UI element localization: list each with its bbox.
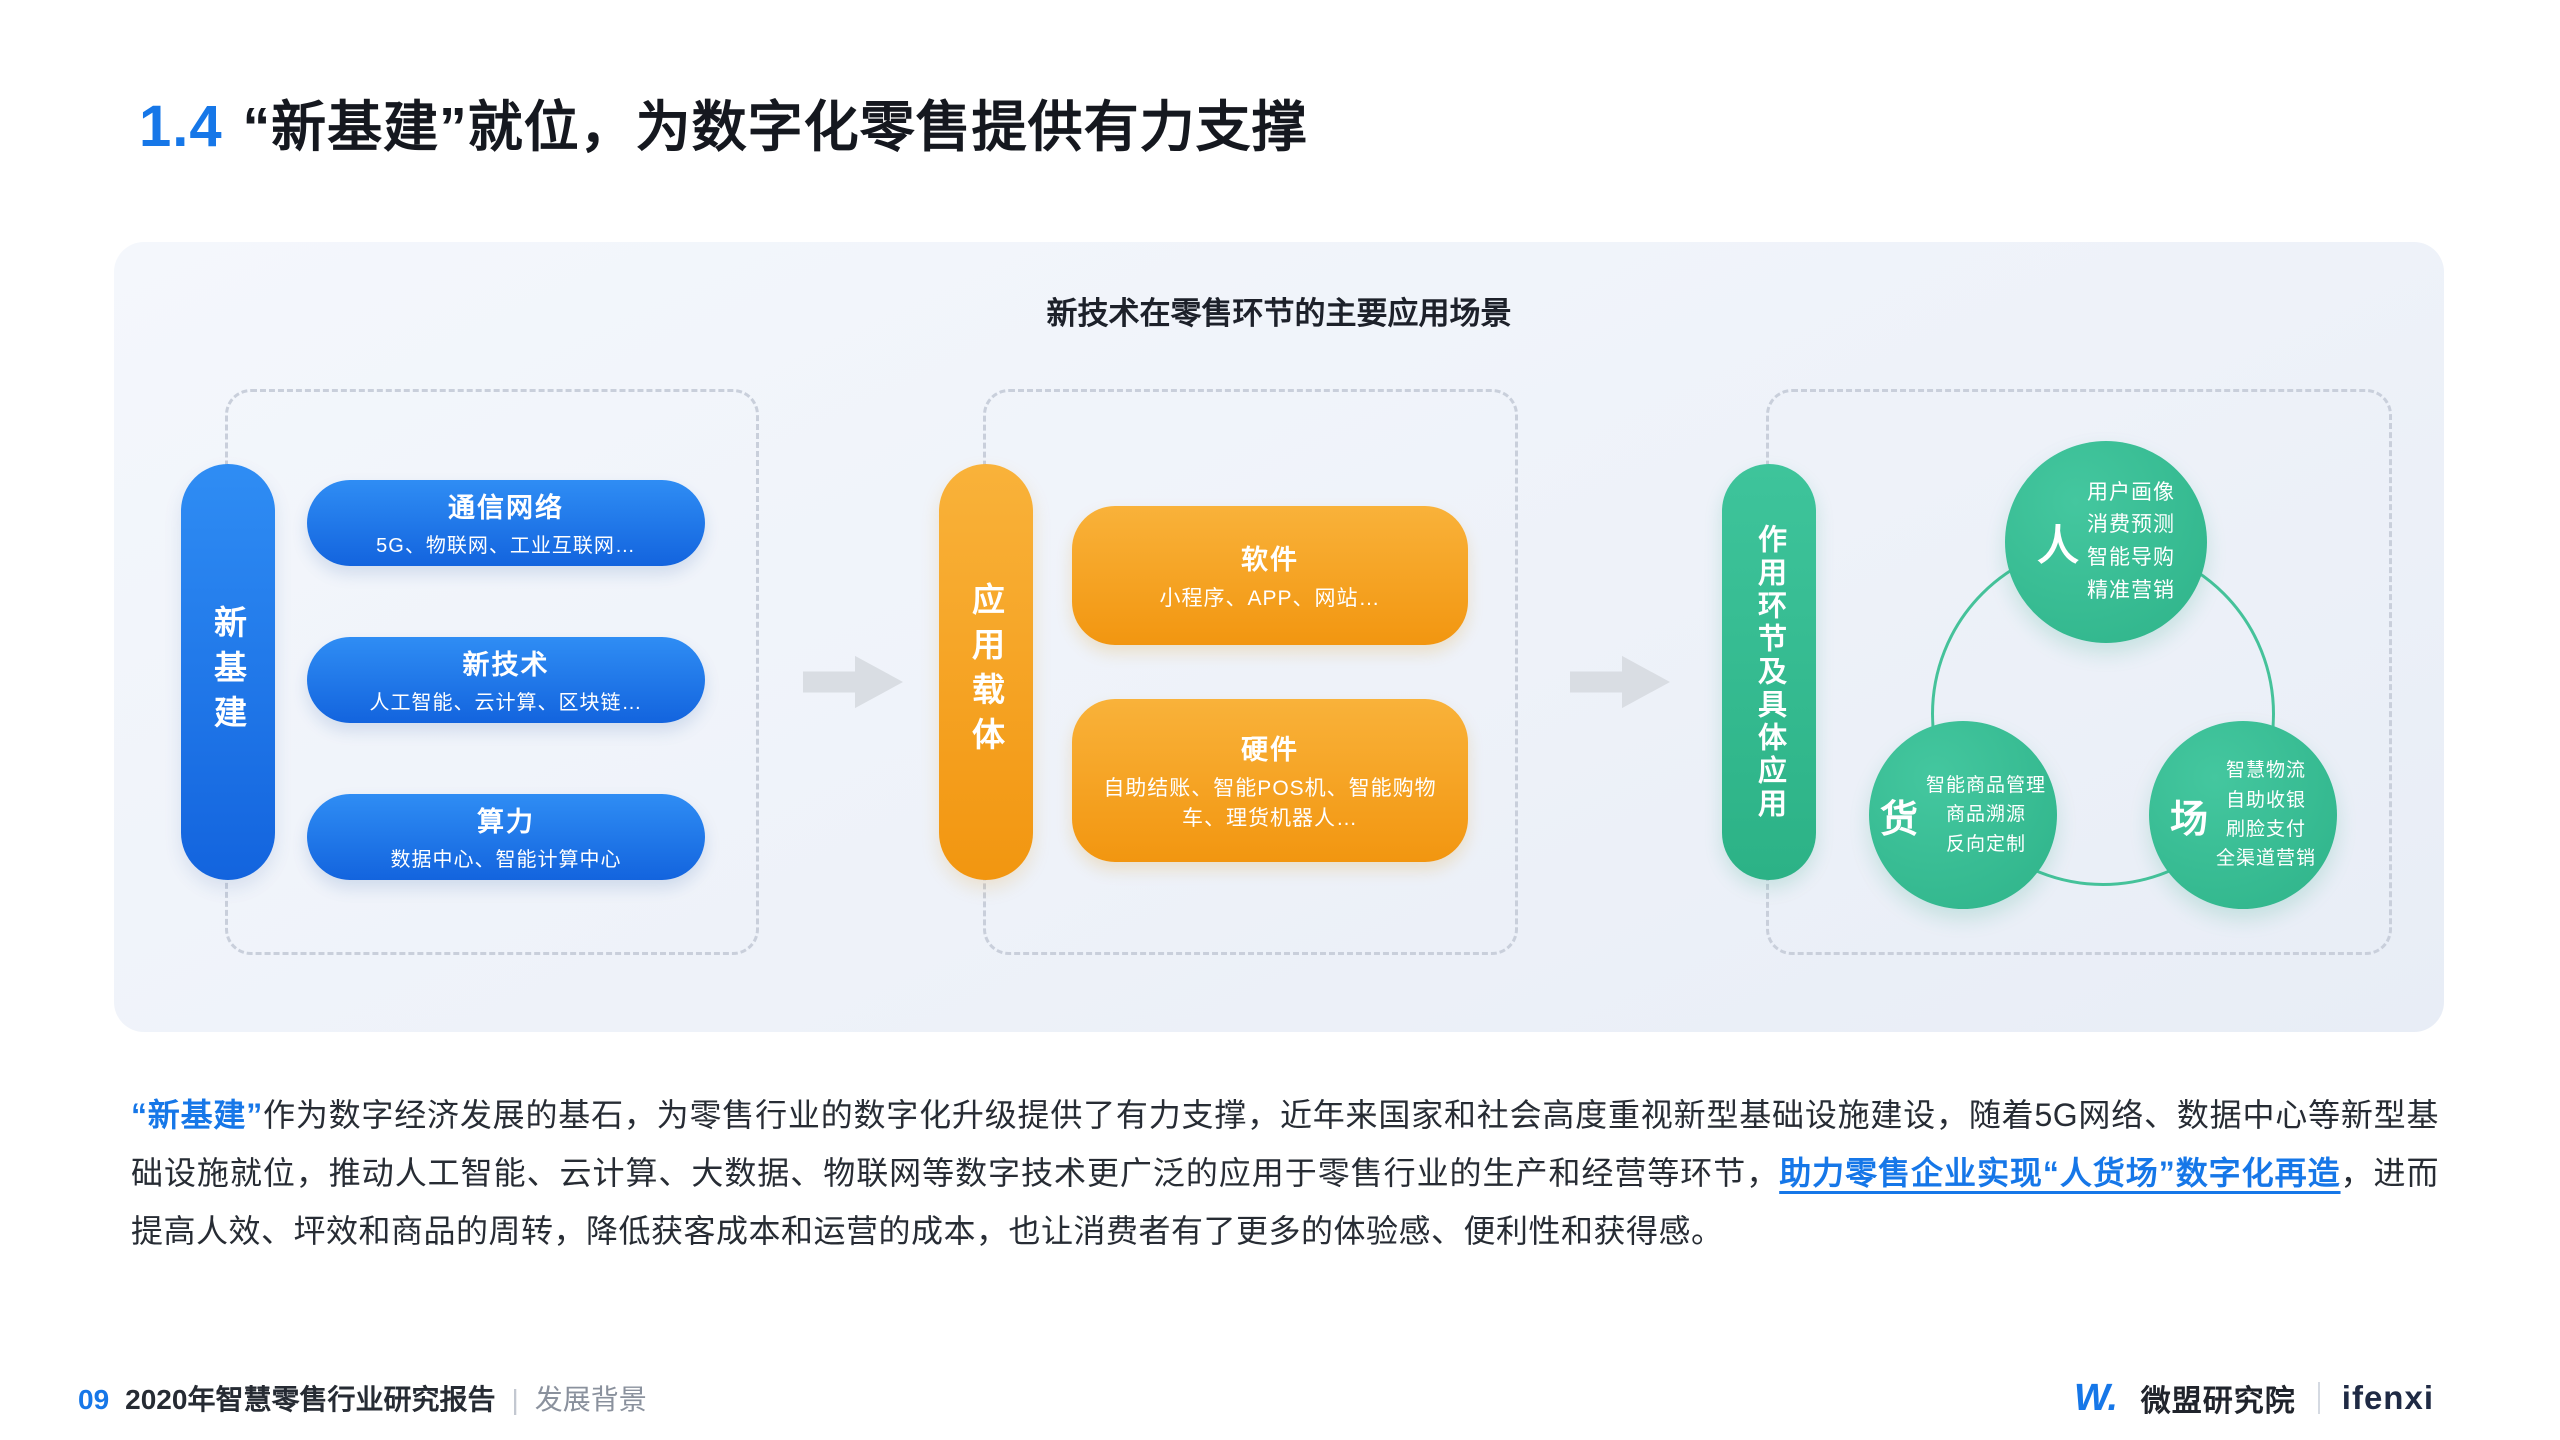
circle-scenes-items: 智慧物流 自助收银 刷脸支付 全渠道营销 — [2216, 756, 2316, 874]
circle-line: 智能导购 — [2087, 546, 2175, 569]
item-title: 硬件 — [1241, 735, 1299, 766]
circle-scenes: 场 智慧物流 自助收银 刷脸支付 全渠道营销 — [2149, 721, 2337, 909]
footer-section: 发展背景 — [534, 1384, 647, 1415]
circle-line: 刷脸支付 — [2226, 819, 2307, 840]
item-software: 软件 小程序、APP、网站… — [1072, 506, 1468, 645]
ifenxi-logo: ifenxi — [2341, 1379, 2434, 1416]
pill-application-carriers: 应用载体 — [939, 464, 1033, 880]
arrow-right-icon — [1570, 655, 1670, 709]
item-subtitle: 小程序、APP、网站… — [1159, 586, 1381, 610]
circle-line: 精准营销 — [2087, 578, 2175, 602]
highlight-people-goods-scenes: 助力零售企业实现“人货场”数字化再造 — [1779, 1155, 2341, 1192]
item-computing-power: 算力 数据中心、智能计算中心 — [307, 794, 705, 880]
diagram-panel: 新技术在零售环节的主要应用场景 新基建 通信网络 5G、物联网、工业互联网… 新… — [114, 242, 2444, 1032]
footer-left: 09 2020年智慧零售行业研究报告 | 发展背景 — [78, 1378, 647, 1418]
pill-application-carriers-label: 应用载体 — [967, 582, 1005, 762]
circle-line: 智慧物流 — [2226, 760, 2307, 782]
item-title: 软件 — [1241, 544, 1299, 575]
circle-goods-items: 智能商品管理 商品溯源 反向定制 — [1926, 771, 2046, 859]
arrow-right-icon — [803, 655, 903, 709]
circle-line: 反向定制 — [1946, 833, 2027, 855]
new-infrastructure-items: 通信网络 5G、物联网、工业互联网… 新技术 人工智能、云计算、区块链… 算力 … — [307, 480, 705, 880]
page-title-text: “新基建”就位，为数字化零售提供有力支撑 — [242, 96, 1308, 158]
circle-goods: 货 智能商品管理 商品溯源 反向定制 — [1869, 721, 2057, 909]
item-title: 通信网络 — [448, 493, 564, 523]
item-subtitle: 数据中心、智能计算中心 — [390, 849, 622, 871]
circle-people-label: 人 — [2036, 521, 2079, 569]
circle-line: 用户画像 — [2087, 480, 2175, 504]
pill-new-infrastructure-label: 新基建 — [209, 604, 247, 740]
pill-application-scenarios: 作用环节及具体应用 — [1722, 464, 1816, 880]
diagram-title: 新技术在零售环节的主要应用场景 — [1046, 296, 1512, 331]
item-title: 新技术 — [462, 650, 550, 680]
footer-separator: | — [511, 1384, 519, 1415]
paragraph-text-1: 作为数字经济发展的基石，为零售行业的数字化升级提供了有力支撑，近年来国家和社会高… — [131, 1097, 2439, 1192]
circle-line: 智能商品管理 — [1926, 774, 2047, 796]
item-communication-network: 通信网络 5G、物联网、工业互联网… — [307, 480, 705, 566]
circle-scenes-label: 场 — [2169, 798, 2208, 841]
footer-logos: W. 微盟研究院 ifenxi — [2070, 1376, 2434, 1420]
group-application-scenarios: 作用环节及具体应用 人 用户画像 消费预测 智能导购 精准营销 货 智能商品管理… — [1722, 389, 2392, 955]
group-new-infrastructure: 新基建 通信网络 5G、物联网、工业互联网… 新技术 人工智能、云计算、区块链…… — [181, 389, 759, 955]
section-number: 1.4 — [139, 94, 223, 159]
pill-application-scenarios-label: 作用环节及具体应用 — [1753, 523, 1786, 821]
circle-line: 消费预测 — [2087, 513, 2175, 537]
body-paragraph: “新基建”作为数字经济发展的基石，为零售行业的数字化升级提供了有力支撑，近年来国… — [131, 1086, 2439, 1261]
circle-line: 全渠道营销 — [2216, 848, 2317, 870]
group-application-carriers: 应用载体 软件 小程序、APP、网站… 硬件 自助结账、智能POS机、智能购物车… — [939, 389, 1518, 955]
item-hardware: 硬件 自助结账、智能POS机、智能购物车、理货机器人… — [1072, 699, 1468, 862]
circle-line: 商品溯源 — [1946, 804, 2027, 826]
circle-line: 自助收银 — [2226, 789, 2307, 811]
weimob-research-label: 微盟研究院 — [2140, 1385, 2296, 1418]
highlight-new-infrastructure: “新基建” — [131, 1097, 263, 1133]
circle-people: 人 用户画像 消费预测 智能导购 精准营销 — [2005, 441, 2207, 643]
item-subtitle: 自助结账、智能POS机、智能购物车、理货机器人… — [1103, 777, 1437, 830]
circle-people-items: 用户画像 消费预测 智能导购 精准营销 — [2087, 477, 2175, 607]
item-subtitle: 5G、物联网、工业互联网… — [376, 535, 636, 557]
pill-new-infrastructure: 新基建 — [181, 464, 275, 880]
item-title: 算力 — [477, 807, 535, 837]
item-subtitle: 人工智能、云计算、区块链… — [369, 692, 643, 714]
footer: 09 2020年智慧零售行业研究报告 | 发展背景 W. 微盟研究院 ifenx… — [78, 1376, 2434, 1420]
application-carrier-items: 软件 小程序、APP、网站… 硬件 自助结账、智能POS机、智能购物车、理货机器… — [1072, 506, 1468, 862]
weimob-logo-icon: W. — [2070, 1376, 2123, 1419]
paragraph-text-2: ，进而提高人效、坪效和商品的周转，降低获客成本和运营的成本，也让消费者有了更多的… — [131, 1155, 2439, 1250]
item-new-technology: 新技术 人工智能、云计算、区块链… — [307, 637, 705, 723]
page-title: 1.4 “新基建”就位，为数字化零售提供有力支撑 — [139, 82, 1308, 162]
circle-goods-label: 货 — [1879, 798, 1918, 841]
page-number: 09 — [78, 1384, 110, 1415]
report-title: 2020年智慧零售行业研究报告 — [125, 1384, 496, 1415]
logo-divider — [2317, 1382, 2320, 1414]
